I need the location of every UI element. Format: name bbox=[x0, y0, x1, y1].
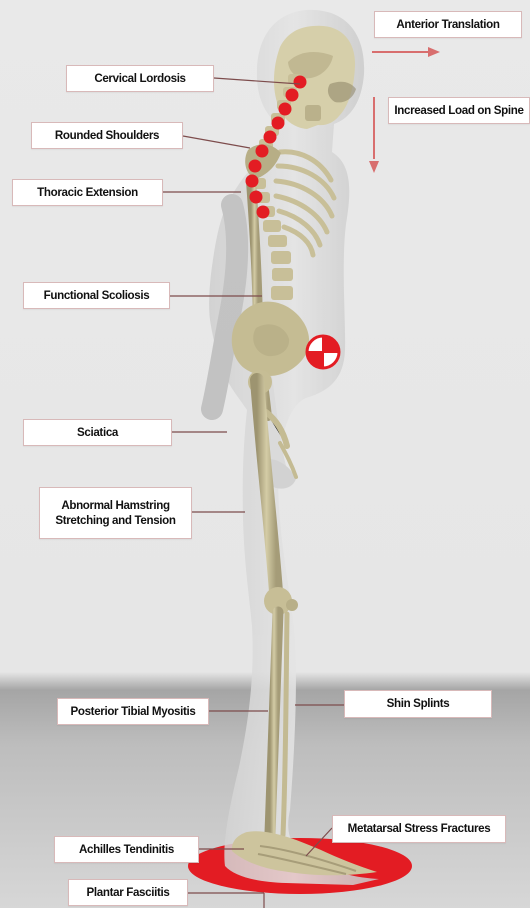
hamstring-label-line1: Abnormal Hamstring bbox=[61, 499, 169, 512]
rounded-shoulders-label: Rounded Shoulders bbox=[31, 122, 183, 149]
arrow-down-icon bbox=[369, 97, 379, 173]
metatarsal-stress-fractures-label: Metatarsal Stress Fractures bbox=[332, 815, 506, 843]
achilles-tendinitis-label: Achilles Tendinitis bbox=[54, 836, 199, 863]
increased-load-label: Increased Load on Spine bbox=[388, 97, 530, 124]
shin-splints-label: Shin Splints bbox=[344, 690, 492, 718]
hamstring-label-line2: Stretching and Tension bbox=[55, 514, 175, 527]
center-of-gravity-icon bbox=[307, 336, 339, 368]
anterior-translation-label: Anterior Translation bbox=[374, 11, 522, 38]
hamstring-label: Abnormal Hamstring Stretching and Tensio… bbox=[39, 487, 192, 539]
functional-scoliosis-label: Functional Scoliosis bbox=[23, 282, 170, 309]
thoracic-extension-label: Thoracic Extension bbox=[12, 179, 163, 206]
arrow-right-icon bbox=[372, 47, 440, 57]
cervical-lordosis-label: Cervical Lordosis bbox=[66, 65, 214, 92]
posterior-tibial-myositis-label: Posterior Tibial Myositis bbox=[57, 698, 209, 725]
body-outline bbox=[209, 10, 379, 885]
sciatica-label: Sciatica bbox=[23, 419, 172, 446]
plantar-fasciitis-label: Plantar Fasciitis bbox=[68, 879, 188, 906]
